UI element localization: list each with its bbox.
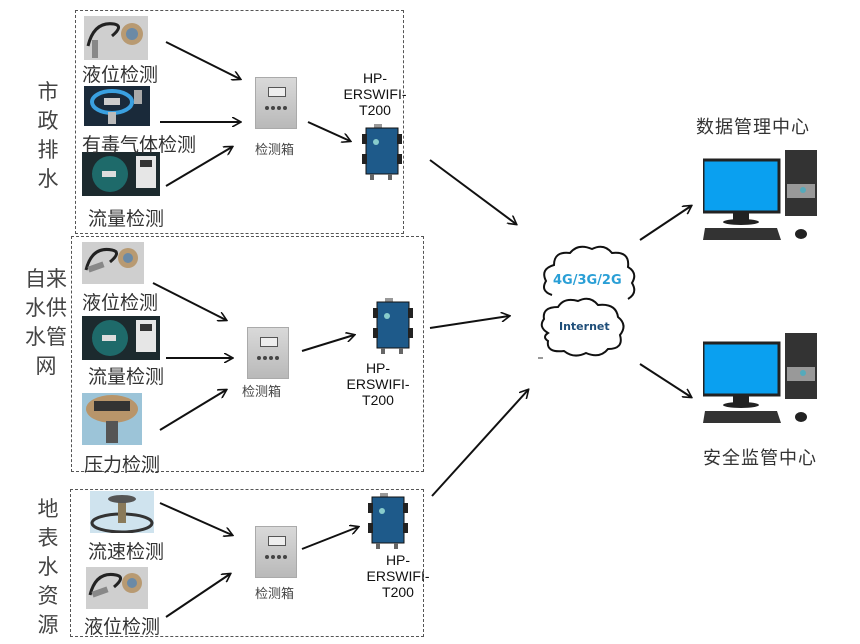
arrow	[429, 159, 516, 224]
group-box-surface-water	[70, 489, 424, 637]
detection-box-device	[247, 327, 289, 379]
detection-box-device	[255, 526, 297, 578]
cloud-cellular-icon	[543, 245, 636, 300]
sensor-label: 流速检测	[88, 541, 165, 563]
sensor-label: 压力检测	[84, 454, 161, 476]
label-char: 地	[37, 497, 59, 521]
wifi-router-icon	[373, 298, 413, 354]
detection-box-device	[255, 77, 297, 129]
sensor-label: 有毒气体检测	[82, 134, 197, 156]
sensor-label: 液位检测	[82, 292, 159, 314]
cloud-internet-label: Internet	[559, 320, 610, 333]
detection-box-label: 检测箱	[255, 587, 295, 602]
arrow	[301, 335, 354, 352]
flow-sensor-photo	[82, 316, 160, 360]
router-model-label: HP- ERSWIFI- T200	[343, 70, 407, 118]
cloud-cellular-label: 4G/3G/2G	[553, 273, 622, 288]
center-label-safety-supervision: 安全监管中心	[703, 448, 817, 469]
label-char: 源	[37, 613, 59, 637]
label-char: 市	[37, 80, 59, 104]
detection-box-label: 检测箱	[255, 143, 295, 158]
arrow	[639, 206, 691, 241]
level-sensor-photo	[86, 567, 148, 609]
desktop-computer-icon	[703, 150, 817, 240]
label-char: 水	[37, 167, 59, 191]
group-label-water-supply: 自来 水供 水管 网	[22, 265, 70, 381]
arrow	[301, 527, 358, 550]
arrow	[307, 121, 350, 141]
arrow	[152, 282, 226, 320]
arrow	[165, 41, 240, 79]
group-box-water-supply	[71, 236, 424, 472]
sensor-label: 液位检测	[82, 64, 159, 86]
label-char: 表	[37, 526, 59, 550]
label-line: 水供	[25, 296, 67, 320]
level-sensor-photo	[84, 16, 148, 60]
wifi-router-icon	[368, 493, 408, 549]
sensor-label: 液位检测	[84, 616, 161, 638]
arrow	[159, 390, 226, 431]
router-model-label: HP- ERSWIFI- T200	[366, 552, 430, 600]
arrow	[159, 502, 232, 535]
router-model-label: HP- ERSWIFI- T200	[346, 360, 410, 408]
wifi-router-icon	[362, 124, 402, 180]
toxic-gas-sensor-photo	[84, 86, 150, 126]
arrow	[165, 147, 232, 187]
label-char: 排	[37, 138, 59, 162]
arrow	[165, 574, 230, 618]
label-char: 水	[37, 555, 59, 579]
velocity-sensor-photo	[90, 491, 154, 533]
cloud-internet-icon	[540, 297, 625, 357]
arrow	[429, 316, 509, 329]
sensor-label: 流量检测	[88, 366, 165, 388]
pressure-sensor-photo	[82, 393, 142, 445]
group-label-municipal-drainage: 市 政 排 水	[30, 78, 66, 194]
level-sensor-photo	[82, 242, 144, 284]
detection-box-label: 检测箱	[242, 385, 282, 400]
label-char: 政	[37, 109, 59, 133]
group-label-surface-water: 地 表 水 资 源	[30, 495, 66, 640]
label-char: 资	[37, 584, 59, 608]
label-line: 自来	[25, 267, 67, 291]
group-box-municipal-drainage	[75, 10, 404, 234]
sensor-label: 流量检测	[88, 208, 165, 230]
flow-sensor-photo	[82, 152, 160, 196]
center-label-data-management: 数据管理中心	[696, 117, 810, 138]
label-line: 水管	[25, 325, 67, 349]
arrow	[639, 363, 691, 397]
desktop-computer-icon	[703, 333, 817, 423]
label-line: 网	[35, 354, 57, 378]
arrow	[431, 390, 528, 497]
